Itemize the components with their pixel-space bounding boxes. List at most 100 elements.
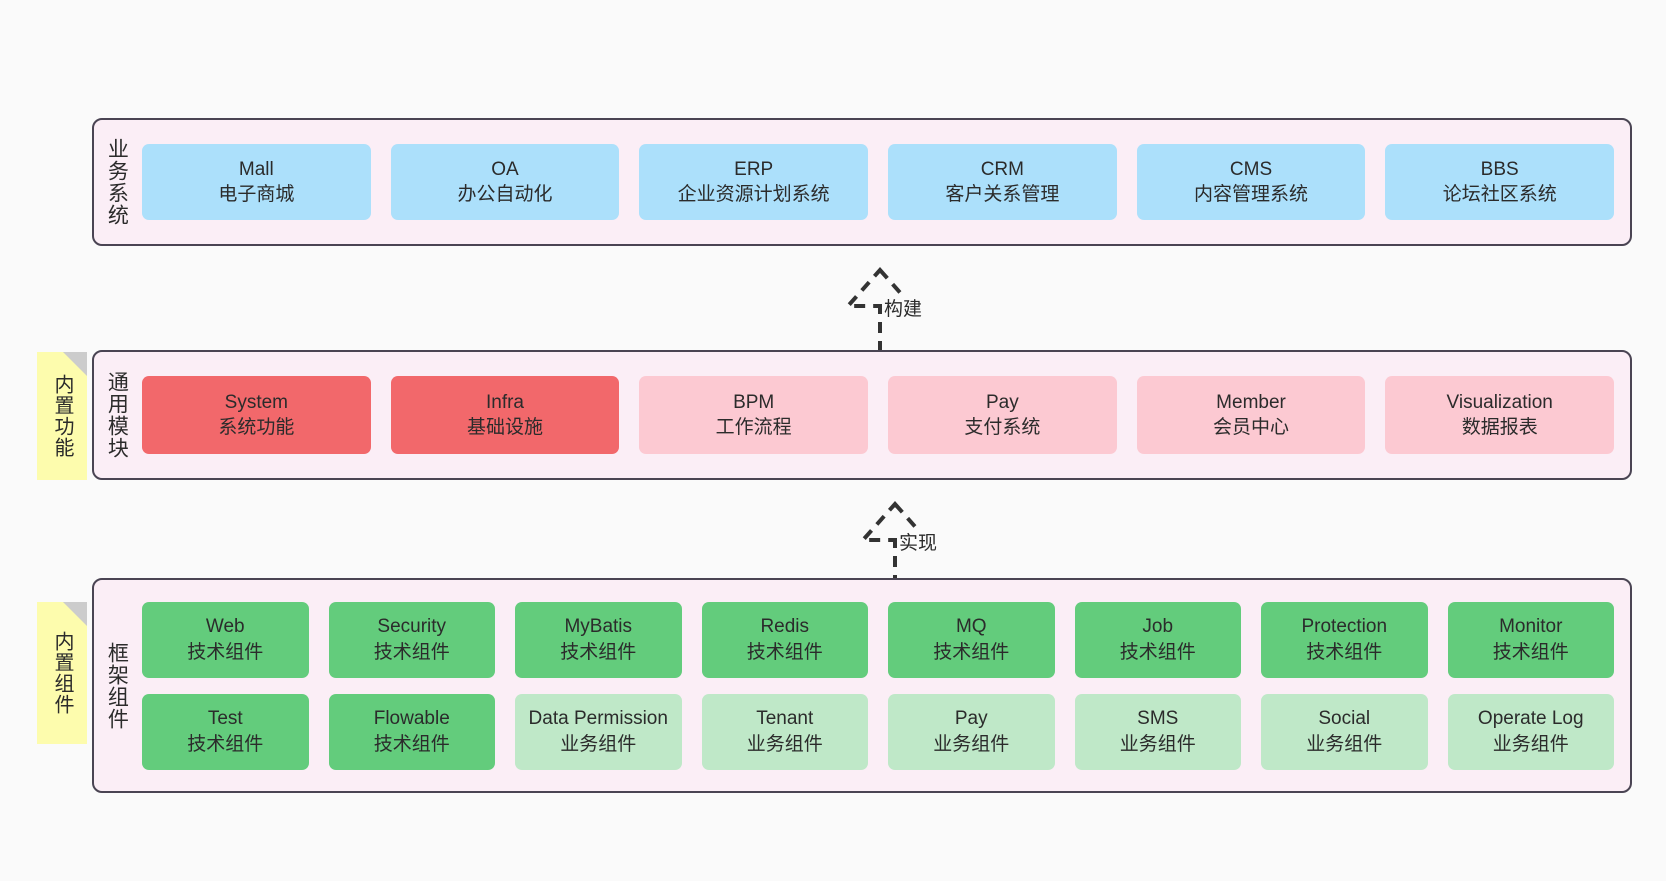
layer-title-framework-components: 框架组件	[105, 641, 129, 730]
node-system[interactable]: System 系统功能	[142, 376, 371, 454]
node-title: Pay	[954, 708, 988, 730]
layer-title-business-systems: 业务系统	[105, 138, 129, 226]
layer-framework-components[interactable]: 框架组件 Web 技术组件 Security 技术组件 MyBatis 技术组件…	[92, 578, 1632, 793]
layer-body-framework-components: Web 技术组件 Security 技术组件 MyBatis 技术组件 Redi…	[138, 580, 1630, 791]
node-social[interactable]: Social 业务组件	[1261, 693, 1428, 770]
layer-body-common-modules: System 系统功能 Infra 基础设施 BPM 工作流程 Pay 支付系统…	[138, 352, 1630, 478]
node-operate-log[interactable]: Operate Log 业务组件	[1447, 693, 1614, 770]
node-title: Member	[1216, 391, 1286, 413]
node-title: CRM	[980, 158, 1024, 180]
node-mq[interactable]: MQ 技术组件	[888, 601, 1055, 678]
node-subtitle: 支付系统	[964, 417, 1041, 438]
node-title: CMS	[1229, 158, 1273, 180]
node-title: ERP	[734, 158, 774, 180]
node-tenant[interactable]: Tenant 业务组件	[701, 693, 868, 770]
node-title: Mall	[238, 158, 274, 180]
node-pay-business[interactable]: Pay 业务组件	[888, 693, 1055, 770]
layer-row: System 系统功能 Infra 基础设施 BPM 工作流程 Pay 支付系统…	[142, 376, 1615, 454]
layer-business-systems[interactable]: 业务系统 Mall 电子商城 OA 办公自动化 ERP 企业资源计划系统 CRM…	[92, 118, 1632, 246]
node-title: Security	[377, 616, 447, 638]
node-subtitle: 业务组件	[746, 733, 823, 755]
node-title: BBS	[1480, 158, 1519, 180]
sticky-note-builtin-component[interactable]: 内置组件	[37, 602, 87, 744]
connector-build-label: 构建	[882, 294, 925, 321]
node-redis[interactable]: Redis 技术组件	[701, 601, 868, 678]
node-erp[interactable]: ERP 企业资源计划系统	[639, 144, 869, 220]
node-infra[interactable]: Infra 基础设施	[390, 376, 620, 454]
node-cms[interactable]: CMS 内容管理系统	[1136, 144, 1366, 220]
node-title: BPM	[733, 391, 775, 413]
note-fold-corner-icon	[63, 352, 87, 376]
sticky-note-label: 内置组件	[51, 631, 73, 715]
node-title: Pay	[985, 391, 1019, 413]
node-title: Data Permission	[528, 708, 668, 730]
node-subtitle: 业务组件	[1306, 733, 1383, 755]
node-subtitle: 技术组件	[560, 641, 637, 663]
node-sms[interactable]: SMS 业务组件	[1074, 693, 1241, 770]
node-title: MQ	[955, 616, 987, 638]
node-title: Redis	[760, 616, 810, 638]
sticky-note-builtin-function[interactable]: 内置功能	[37, 352, 87, 480]
layer-common-modules[interactable]: 通用模块 System 系统功能 Infra 基础设施 BPM 工作流程 Pay…	[92, 350, 1632, 480]
node-title: Social	[1318, 708, 1371, 730]
node-subtitle: 办公自动化	[457, 184, 553, 205]
node-subtitle: 技术组件	[1306, 641, 1383, 663]
layer-title-common-modules: 通用模块	[105, 371, 129, 459]
node-title: Flowable	[373, 708, 450, 730]
node-subtitle: 技术组件	[187, 641, 264, 663]
node-subtitle: 业务组件	[933, 733, 1010, 755]
node-job[interactable]: Job 技术组件	[1074, 601, 1241, 678]
connector-realize-label: 实现	[897, 528, 940, 555]
node-subtitle: 业务组件	[1492, 733, 1569, 755]
node-subtitle: 系统功能	[218, 417, 295, 438]
node-subtitle: 技术组件	[746, 641, 823, 663]
node-crm[interactable]: CRM 客户关系管理	[888, 144, 1117, 220]
node-data-permission[interactable]: Data Permission 业务组件	[515, 693, 682, 770]
node-title: Protection	[1301, 616, 1388, 638]
node-subtitle: 工作流程	[715, 417, 792, 438]
node-protection[interactable]: Protection 技术组件	[1261, 601, 1428, 678]
node-mybatis[interactable]: MyBatis 技术组件	[515, 601, 682, 678]
node-bpm[interactable]: BPM 工作流程	[639, 376, 869, 454]
node-subtitle: 技术组件	[187, 733, 264, 755]
node-title: MyBatis	[564, 616, 633, 638]
node-oa[interactable]: OA 办公自动化	[390, 144, 620, 220]
layer-body-business-systems: Mall 电子商城 OA 办公自动化 ERP 企业资源计划系统 CRM 客户关系…	[138, 120, 1630, 244]
node-subtitle: 技术组件	[933, 641, 1010, 663]
connector-build-arrow	[843, 266, 917, 352]
node-title: Visualization	[1446, 391, 1553, 413]
node-title: OA	[491, 158, 519, 180]
layer-row: Web 技术组件 Security 技术组件 MyBatis 技术组件 Redi…	[142, 601, 1614, 678]
node-subtitle: 基础设施	[467, 417, 544, 438]
node-flowable[interactable]: Flowable 技术组件	[328, 693, 495, 770]
node-subtitle: 电子商城	[218, 184, 295, 205]
node-title: Tenant	[756, 708, 814, 730]
node-subtitle: 技术组件	[373, 641, 450, 663]
node-security[interactable]: Security 技术组件	[328, 601, 495, 678]
node-title: Infra	[485, 391, 525, 413]
node-subtitle: 技术组件	[1119, 641, 1196, 663]
connector-realize: 实现	[815, 498, 975, 588]
node-title: System	[224, 391, 289, 413]
node-pay[interactable]: Pay 支付系统	[888, 376, 1117, 454]
connector-realize-arrow	[858, 500, 932, 586]
node-member[interactable]: Member 会员中心	[1136, 376, 1366, 454]
node-title: Web	[205, 616, 245, 638]
node-test[interactable]: Test 技术组件	[142, 693, 309, 770]
node-bbs[interactable]: BBS 论坛社区系统	[1385, 144, 1615, 220]
node-subtitle: 技术组件	[1492, 641, 1569, 663]
node-visualization[interactable]: Visualization 数据报表	[1385, 376, 1615, 454]
node-web[interactable]: Web 技术组件	[142, 601, 309, 678]
layer-row: Mall 电子商城 OA 办公自动化 ERP 企业资源计划系统 CRM 客户关系…	[142, 144, 1615, 220]
node-subtitle: 会员中心	[1213, 417, 1290, 438]
node-title: Operate Log	[1477, 708, 1584, 730]
node-subtitle: 业务组件	[1119, 733, 1196, 755]
node-subtitle: 论坛社区系统	[1442, 184, 1557, 205]
node-mall[interactable]: Mall 电子商城	[142, 144, 371, 220]
node-title: Monitor	[1499, 616, 1563, 638]
node-monitor[interactable]: Monitor 技术组件	[1447, 601, 1614, 678]
note-fold-corner-icon	[63, 602, 87, 626]
sticky-note-label: 内置功能	[51, 374, 73, 458]
node-title: Job	[1142, 616, 1174, 638]
